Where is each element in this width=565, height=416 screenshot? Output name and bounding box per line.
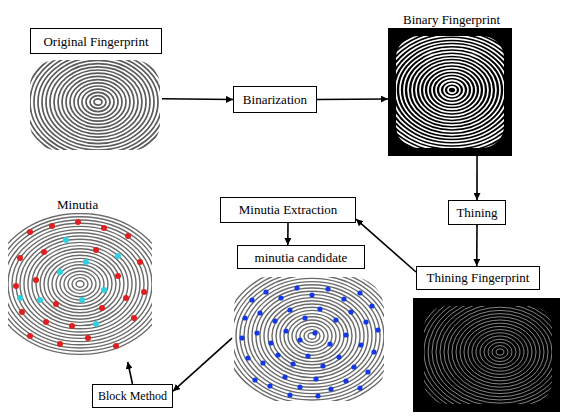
process-box: Binarization: [233, 86, 317, 113]
flow-arrow: [356, 219, 416, 272]
node-label: Thining: [456, 205, 497, 221]
image-node: Minutia: [8, 196, 154, 362]
minutia-dots-red: [13, 219, 147, 349]
minutia-dots-cyan: [17, 237, 121, 327]
flow-arrow: [317, 98, 388, 100]
flow-arrow: [476, 225, 478, 266]
candidate-dots: [239, 285, 380, 398]
label-area: Minutia: [52, 196, 103, 212]
process-box: Minutia Extraction: [220, 197, 356, 223]
image-node: Original Fingerprint: [30, 28, 162, 152]
label-box: Original Fingerprint: [30, 28, 162, 54]
node-label: Block Method: [98, 389, 167, 404]
flow-arrow: [162, 98, 233, 100]
node-label: Minutia Extraction: [239, 202, 338, 218]
thinned-fingerprint: [424, 306, 552, 404]
flow-arrow: [476, 156, 478, 200]
process-box: Thining Fingerprint: [416, 266, 540, 290]
node-label: Binary Fingerprint: [403, 12, 500, 27]
node-label: Binarization: [243, 92, 307, 108]
node-label: Minutia: [57, 197, 98, 212]
flow-arrow: [287, 223, 289, 245]
image-node: minutia candidate: [232, 245, 387, 403]
label-area: Binary Fingerprint: [398, 10, 505, 28]
original-fingerprint: [30, 60, 160, 150]
candidate-fingerprint: [234, 277, 384, 401]
node-label: minutia candidate: [255, 250, 348, 265]
node-label: Original Fingerprint: [43, 34, 148, 49]
flow-arrow: [128, 362, 133, 384]
flow-arrow: [173, 338, 232, 391]
process-box: Thining: [448, 200, 506, 225]
label-box: minutia candidate: [237, 245, 365, 269]
minutia-fingerprint: [8, 214, 152, 355]
binary-fingerprint: [396, 36, 504, 148]
process-box: Block Method: [92, 384, 173, 408]
image-node: Binary Fingerprint: [388, 10, 512, 156]
node-label: Thining Fingerprint: [427, 270, 530, 286]
